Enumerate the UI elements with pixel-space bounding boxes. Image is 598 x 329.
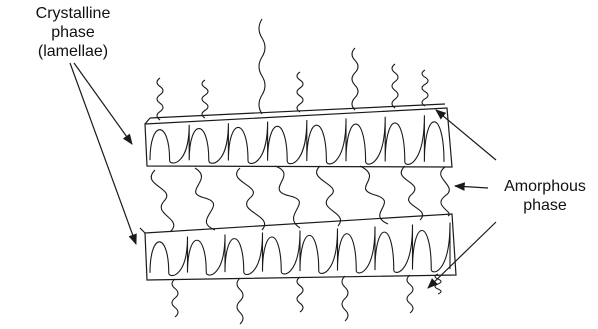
amorphous-tangle-5 (317, 166, 341, 226)
crystalline-label-line-3: (lamellae) (8, 42, 138, 61)
arrow-to-upper-lamella (74, 63, 132, 144)
amorphous-phase-label: Amorphous phase (492, 177, 598, 215)
amorphous-tangle-2 (195, 168, 215, 230)
amorphous-label-line-2: phase (492, 196, 598, 215)
amorphous-tangle-3 (237, 168, 265, 230)
amorphous-tangle-7 (401, 166, 422, 220)
amorphous-chain-top-7 (422, 70, 428, 106)
upper-lamella-folds (150, 115, 444, 164)
amorphous-tangle-4 (275, 166, 300, 228)
crystalline-phase-label: Crystalline phase (lamellae) (8, 4, 138, 61)
amorphous-label-line-1: Amorphous (492, 177, 598, 196)
crystalline-label-line-1: Crystalline (8, 4, 138, 23)
arrow-to-lower-lamella (70, 63, 136, 244)
label-arrows (70, 63, 496, 288)
amorphous-chain-bottom-1 (172, 279, 178, 317)
amorphous-chain-bottom-2 (237, 278, 243, 324)
amorphous-chain-top-2 (202, 80, 208, 118)
arrow-to-amorphous-middle (455, 186, 488, 188)
arrow-to-amorphous-bottom (428, 222, 496, 288)
amorphous-chain-top-3 (259, 19, 265, 114)
amorphous-chain-bottom-5 (407, 275, 413, 313)
amorphous-chain-top-6 (392, 64, 398, 108)
arrow-to-amorphous-top (436, 110, 496, 160)
amorphous-tangle-6 (360, 166, 388, 224)
amorphous-chain-bottom-3 (297, 277, 303, 312)
chain-folds (150, 115, 450, 275)
amorphous-chains (151, 19, 449, 324)
amorphous-chain-top-5 (352, 48, 358, 110)
crystalline-label-line-2: phase (8, 23, 138, 42)
amorphous-chain-bottom-4 (342, 276, 348, 321)
amorphous-chain-top-1 (157, 78, 163, 120)
amorphous-tangle-1 (151, 170, 174, 232)
amorphous-chain-top-4 (297, 72, 303, 112)
upper-lamella (145, 104, 452, 167)
amorphous-tangle-8 (441, 167, 450, 216)
